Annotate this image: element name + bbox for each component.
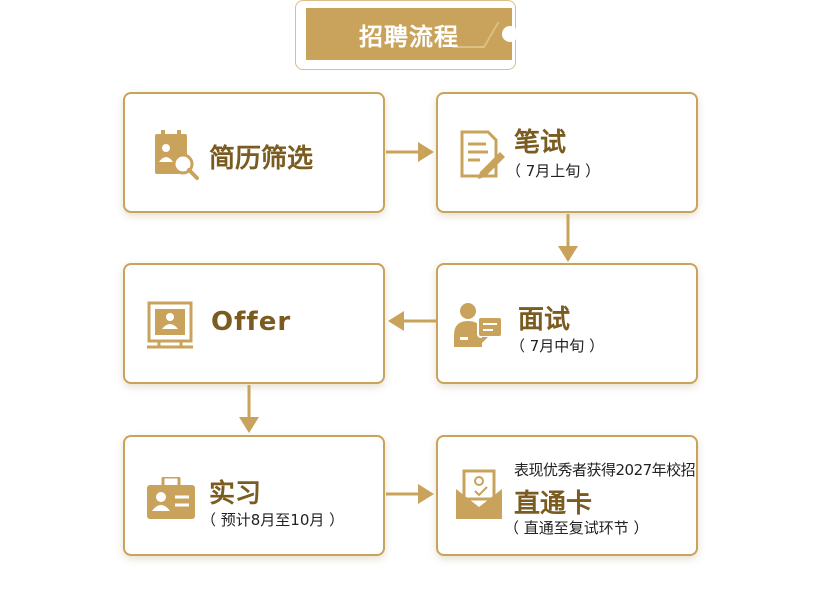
- arrow-right-icon: [386, 484, 434, 504]
- step-internship: 实习 （ 预计8月至10月 ）: [123, 435, 385, 556]
- page-title: 招聘流程: [359, 22, 459, 51]
- arrow-left-icon: [388, 311, 436, 331]
- badge-id-icon: [147, 477, 195, 519]
- step-direct-card: 表现优秀者获得2027年校招 直通卡 （ 直通至复试环节 ）: [436, 435, 698, 556]
- exam-pencil-icon: [460, 130, 505, 179]
- resume-search-icon: [155, 130, 199, 180]
- arrow-down-icon: [239, 385, 259, 433]
- step-written-test: 笔试 （ 7月上旬 ）: [436, 92, 698, 213]
- offer-board-icon: [147, 301, 193, 349]
- header-banner: 招聘流程: [306, 8, 518, 60]
- step-subtitle: （ 7月上旬 ）: [506, 162, 601, 180]
- header-notch: [502, 26, 518, 42]
- step-title: 笔试: [514, 128, 567, 158]
- step-title: 直通卡: [514, 489, 593, 519]
- step-title: 实习: [209, 479, 262, 509]
- step-title: 面试: [518, 305, 571, 335]
- step-title: Offer: [211, 307, 292, 337]
- arrow-down-icon: [558, 214, 578, 262]
- step-subtitle: （ 7月中旬 ）: [510, 337, 605, 355]
- step-interview: 面试 （ 7月中旬 ）: [436, 263, 698, 384]
- step-subtitle: （ 直通至复试环节 ）: [504, 519, 649, 537]
- step-note: 表现优秀者获得2027年校招: [514, 461, 696, 479]
- step-subtitle: （ 预计8月至10月 ）: [201, 511, 345, 529]
- interview-chat-icon: [454, 303, 503, 347]
- arrow-right-icon: [386, 142, 434, 162]
- step-offer: Offer: [123, 263, 385, 384]
- envelope-card-icon: [456, 469, 502, 519]
- step-title: 简历筛选: [209, 144, 314, 174]
- step-resume-screening: 简历筛选: [123, 92, 385, 213]
